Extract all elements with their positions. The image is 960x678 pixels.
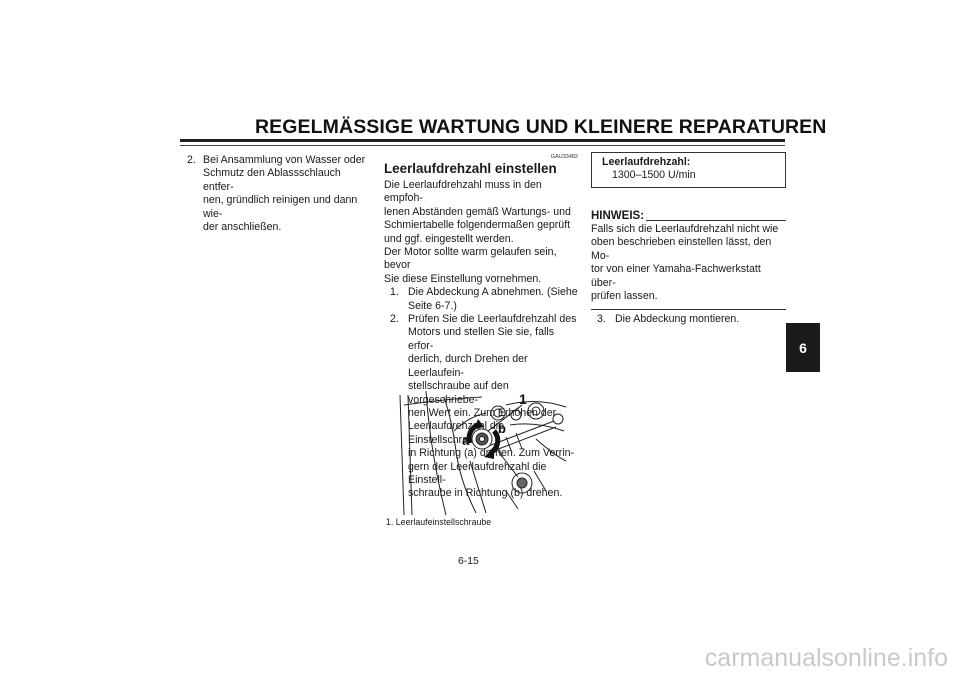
section-title: Leerlaufdrehzahl einstellen <box>384 161 557 176</box>
header-rule-thin <box>180 145 785 146</box>
text-line: Die Leerlaufdrehzahl muss in den empfoh- <box>384 179 542 205</box>
list-number: 3. <box>597 313 606 326</box>
list-item-2: 2. Bei Ansammlung von Wasser oder Schmut… <box>187 154 369 234</box>
text-line: Schmutz den Ablassschlauch entfer- <box>203 167 341 193</box>
text-line: Prüfen Sie die Leerlaufdrehzahl des <box>408 313 577 326</box>
list-number: 2. <box>390 313 399 326</box>
note-end-rule <box>591 309 786 311</box>
figure-caption: 1. Leerlaufeinstellschraube <box>386 517 492 527</box>
figure-label-b: b <box>498 421 506 436</box>
text-line: lenen Abständen gemäß Wartungs- und <box>384 205 571 218</box>
note-heading-rule <box>646 220 786 221</box>
text-line: Schmiertabelle folgendermaßen geprüft <box>384 219 571 232</box>
text-line: Bei Ansammlung von Wasser oder <box>203 154 366 166</box>
text-line: der anschließen. <box>203 221 282 234</box>
note-heading: HINWEIS: <box>591 210 645 222</box>
text-line: Falls sich die Leerlaufdrehzahl nicht wi… <box>591 223 779 235</box>
list-number: 1. <box>390 286 399 299</box>
text-line: Der Motor sollte warm gelaufen sein, bev… <box>384 246 557 272</box>
page-title: REGELMÄSSIGE WARTUNG UND KLEINERE REPARA… <box>255 116 827 138</box>
column-right: Leerlaufdrehzahl: 1300–1500 U/min HINWEI… <box>591 152 786 327</box>
list-number: 2. <box>187 154 196 166</box>
list-item-1: 1. Die Abdeckung A abnehmen. (Siehe Seit… <box>384 286 580 313</box>
text-line: Motors und stellen Sie sie, falls erfor- <box>408 326 555 352</box>
list-item-3: 3. Die Abdeckung montieren. <box>591 313 786 326</box>
column-left: 2. Bei Ansammlung von Wasser oder Schmut… <box>187 154 369 234</box>
text-line: Sie diese Einstellung vornehmen. <box>384 272 542 285</box>
text-line: Die Abdeckung A abnehmen. (Siehe <box>408 286 578 299</box>
text-line: nen Wert ein. Zum Erhöhen der <box>408 406 557 419</box>
spec-label: Leerlaufdrehzahl: <box>602 156 691 168</box>
text-line: schraube in Richtung (b) drehen. <box>408 487 563 500</box>
figure-label-a: a <box>462 433 470 448</box>
text-line: und ggf. eingestellt werden. <box>384 232 514 245</box>
note-heading-row: HINWEIS: <box>591 210 786 223</box>
section-code: GAU33482 <box>550 154 578 160</box>
watermark: carmanualsonline.info <box>704 644 948 672</box>
text-line: tor von einer Yamaha-Fachwerkstatt über- <box>591 263 761 289</box>
text-line: oben beschrieben einstellen lässt, den M… <box>591 236 772 262</box>
page-number: 6-15 <box>458 556 479 567</box>
figure-label-1: 1 <box>519 391 527 407</box>
chapter-tab: 6 <box>786 323 820 372</box>
text-line: nen, gründlich reinigen und dann wie- <box>203 194 358 220</box>
text-line: Seite 6-7.) <box>408 299 457 312</box>
spec-value: 1300–1500 U/min <box>612 169 696 182</box>
text-line: prüfen lassen. <box>591 290 658 303</box>
text-line: derlich, durch Drehen der Leerlaufein- <box>408 353 528 379</box>
header-rule-thick <box>180 139 785 142</box>
idle-screw-illustration: 1 a b <box>399 391 567 515</box>
text-line: Die Abdeckung montieren. <box>615 313 740 326</box>
spec-box: Leerlaufdrehzahl: 1300–1500 U/min <box>591 152 786 188</box>
column-middle: GAU33482 Leerlaufdrehzahl einstellen Die… <box>384 154 580 501</box>
